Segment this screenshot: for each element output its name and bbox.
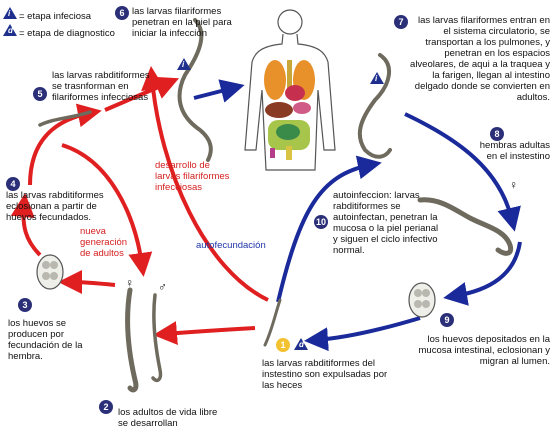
step-9-text: los huevos depositados en la mucosa inte… [418, 334, 551, 367]
rhabditiform-larva-step-1 [263, 298, 282, 347]
adult-female-intestine [417, 197, 514, 256]
arrow-6-to-host [193, 79, 245, 103]
infective-stage-letter: i [8, 9, 11, 18]
autofecundacion-label: autofecundación [196, 240, 266, 251]
male-symbol: ♂ [158, 280, 167, 294]
free-living-female [125, 287, 139, 393]
arrow-nueva-generacion [61, 143, 153, 277]
filariform-larva-step-5 [38, 110, 92, 127]
human-body-illustration [244, 9, 336, 171]
step-10-badge: 10 [314, 215, 328, 229]
female-symbol-intestine: ♀ [509, 178, 518, 192]
arrow-1-to-2 [153, 321, 256, 346]
step-8-badge: 8 [490, 127, 504, 141]
step-1-badge: 1 [276, 338, 290, 352]
step-5-letter: i [182, 60, 185, 69]
step-2-badge: 2 [99, 400, 113, 414]
step-3-text: los huevos se producen por fecundación d… [8, 318, 83, 362]
step-5-badge: 5 [33, 87, 47, 101]
step-4-text: las larvas rabditiformes eclosionan a pa… [6, 190, 104, 223]
legend-diagnostic-label: = etapa de diagnostico [19, 28, 115, 39]
step-1-letter: d [299, 340, 304, 349]
step-5-text: las larvas rabditiformes se trasnforman … [52, 70, 150, 103]
step-10-text: autoinfeccion: larvas rabditiformes se a… [333, 190, 439, 256]
arrow-3-to-4 [10, 193, 42, 257]
nueva-generacion-label: nueva generación de adultos [80, 226, 128, 259]
arrow-desarrollo [141, 66, 269, 302]
step-7-badge: 7 [394, 15, 408, 29]
arrow-2-to-3 [58, 270, 116, 295]
filariform-larva-step-7 [357, 53, 392, 159]
arrow-9-to-1 [304, 316, 421, 352]
legend-infective-label: = etapa infeciosa [19, 11, 92, 22]
desarrollo-label: desarrollo de larvas filariformes infecc… [155, 160, 230, 193]
step-1-text: las larvas rabditiformes del instestino … [262, 358, 388, 391]
arrow-7-to-8 [404, 112, 521, 232]
diagnostic-stage-letter: d [8, 26, 13, 35]
organs-illustration [264, 60, 315, 160]
step-8-text: hembras adultas en el instestino [479, 140, 550, 162]
infective-stage-icon [3, 7, 17, 19]
arrow-8-to-9 [443, 241, 522, 306]
arrow-autoinfeccion [276, 155, 382, 303]
step-3-badge: 3 [18, 298, 32, 312]
egg-step-3 [36, 254, 64, 290]
step-5-infective-icon [177, 58, 191, 70]
egg-step-9 [408, 282, 436, 318]
free-living-male [151, 293, 163, 383]
step-7-text: las larvas filariformes entran en el sis… [410, 15, 550, 103]
step-4-badge: 4 [6, 177, 20, 191]
step-6-badge: 6 [115, 6, 129, 20]
step-6-text: las larvas filariformes penetran en la p… [132, 6, 232, 39]
step-7-letter: i [375, 74, 378, 83]
step-1-diagnostic-icon [294, 338, 308, 350]
step-7-infective-icon [370, 72, 384, 84]
diagnostic-stage-icon [3, 24, 17, 36]
step-9-badge: 9 [440, 313, 454, 327]
female-symbol: ♀ [125, 276, 134, 290]
step-2-text: los adultos de vida libre se desarrollan [118, 407, 218, 429]
filariform-larva-step-6 [177, 18, 213, 162]
